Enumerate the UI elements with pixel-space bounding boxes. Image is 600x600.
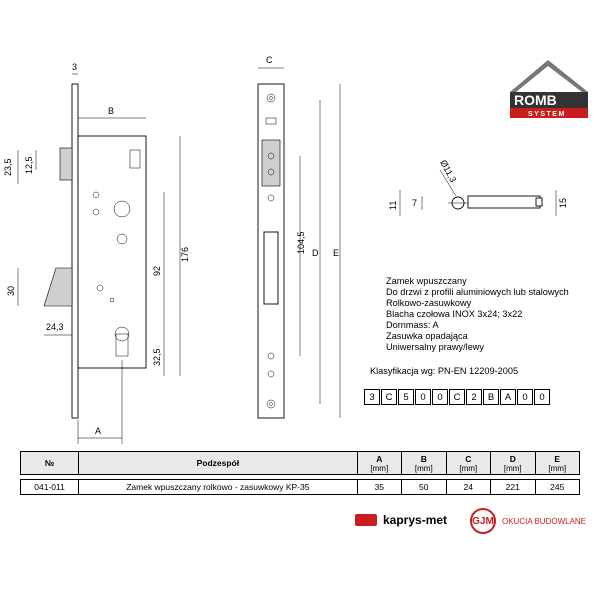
code-cell: 0 xyxy=(415,389,431,405)
spec-table: № Podzespół A[mm] B[mm] C[mm] D[mm] E[mm… xyxy=(19,451,580,495)
dim-11-3: Ø11,3 xyxy=(438,158,458,184)
kaprys-logo: kaprys-met xyxy=(355,513,447,527)
dim-A: A xyxy=(95,426,101,436)
header-c: C[mm] xyxy=(445,451,492,475)
dim-11: 11 xyxy=(388,201,398,210)
dim-15: 15 xyxy=(558,198,568,208)
lock-body-view: 3 B A 23,5 12,5 30 24,3 176 92 32,5 xyxy=(3,62,190,444)
description-line: Zamek wpuszczany xyxy=(386,276,467,286)
header-a: A[mm] xyxy=(356,451,403,475)
dim-23-5: 23,5 xyxy=(3,158,13,176)
dim-92: 92 xyxy=(152,266,162,276)
gjm-logo: GJM OKUCIA BUDOWLANE xyxy=(470,508,586,534)
dim-104-5: 104,5 xyxy=(296,231,306,254)
header-part: Podzespół xyxy=(78,451,358,475)
gjm-subtitle: OKUCIA BUDOWLANE xyxy=(502,516,587,526)
code-cell: 0 xyxy=(432,389,448,405)
kaprys-logo-text: kaprys-met xyxy=(383,513,448,527)
code-cell: 3 xyxy=(364,389,380,405)
description-line: Blacha czołowa INOX 3x24; 3x22 xyxy=(386,309,523,319)
code-cell: 0 xyxy=(517,389,533,405)
code-cell: B xyxy=(483,389,499,405)
dim-176: 176 xyxy=(180,247,190,262)
latch-detail-view: 11 7 15 Ø11,3 xyxy=(388,158,568,216)
header-d: D[mm] xyxy=(490,451,536,475)
lock-description: Zamek wpuszczany Do drzwi z profili alum… xyxy=(386,276,569,353)
romb-logo: ROMB SYSTEM xyxy=(510,60,588,118)
cell-no: 041-011 xyxy=(19,479,80,495)
header-e: E[mm] xyxy=(534,451,580,475)
dim-24-3: 24,3 xyxy=(46,322,64,332)
dim-C: C xyxy=(266,55,273,65)
cell-e: 245 xyxy=(534,479,580,495)
table-header-row: № Podzespół A[mm] B[mm] C[mm] D[mm] E[mm… xyxy=(19,451,580,475)
faceplate-view: C 104,5 D E xyxy=(257,55,341,419)
code-cell: C xyxy=(381,389,397,405)
description-line: Do drzwi z profili aluminiowych lub stal… xyxy=(386,287,569,297)
dim-12-5: 12,5 xyxy=(24,156,34,174)
dim-30: 30 xyxy=(6,286,16,296)
description-line: Dornmass: A xyxy=(386,320,439,330)
classification-code: 3 C 5 0 0 C 2 B A 0 0 xyxy=(364,389,551,405)
header-b: B[mm] xyxy=(401,451,447,475)
cell-part: Zamek wpuszczany rolkowo - zasuwkowy KP-… xyxy=(78,479,358,495)
dim-3: 3 xyxy=(72,62,77,72)
description-line: Uniwersalny prawy/lewy xyxy=(386,342,485,352)
dim-B: B xyxy=(108,106,114,116)
cell-b: 50 xyxy=(401,479,447,495)
code-cell: A xyxy=(500,389,516,405)
cell-d: 221 xyxy=(490,479,536,495)
cell-a: 35 xyxy=(356,479,403,495)
dim-7: 7 xyxy=(412,198,417,208)
classification: Klasyfikacja wg: PN-EN 12209-2005 xyxy=(370,366,519,376)
code-cell: 5 xyxy=(398,389,414,405)
code-cell: 2 xyxy=(466,389,482,405)
description-line: Rolkowo-zasuwkowy xyxy=(386,298,472,308)
dim-D: D xyxy=(312,248,319,258)
kaprys-mark-icon xyxy=(355,514,377,526)
romb-logo-top: ROMB xyxy=(514,92,557,108)
dim-E: E xyxy=(333,248,339,258)
header-no: № xyxy=(19,451,80,475)
description-line: Zasuwka opadająca xyxy=(386,331,468,341)
code-cell: C xyxy=(449,389,465,405)
dim-32-5: 32,5 xyxy=(152,348,162,366)
table-row: 041-011 Zamek wpuszczany rolkowo - zasuw… xyxy=(19,479,580,495)
romb-logo-bottom: SYSTEM xyxy=(528,111,566,118)
gjm-mark: GJM xyxy=(470,508,496,534)
cell-c: 24 xyxy=(445,479,492,495)
code-cell: 0 xyxy=(534,389,550,405)
